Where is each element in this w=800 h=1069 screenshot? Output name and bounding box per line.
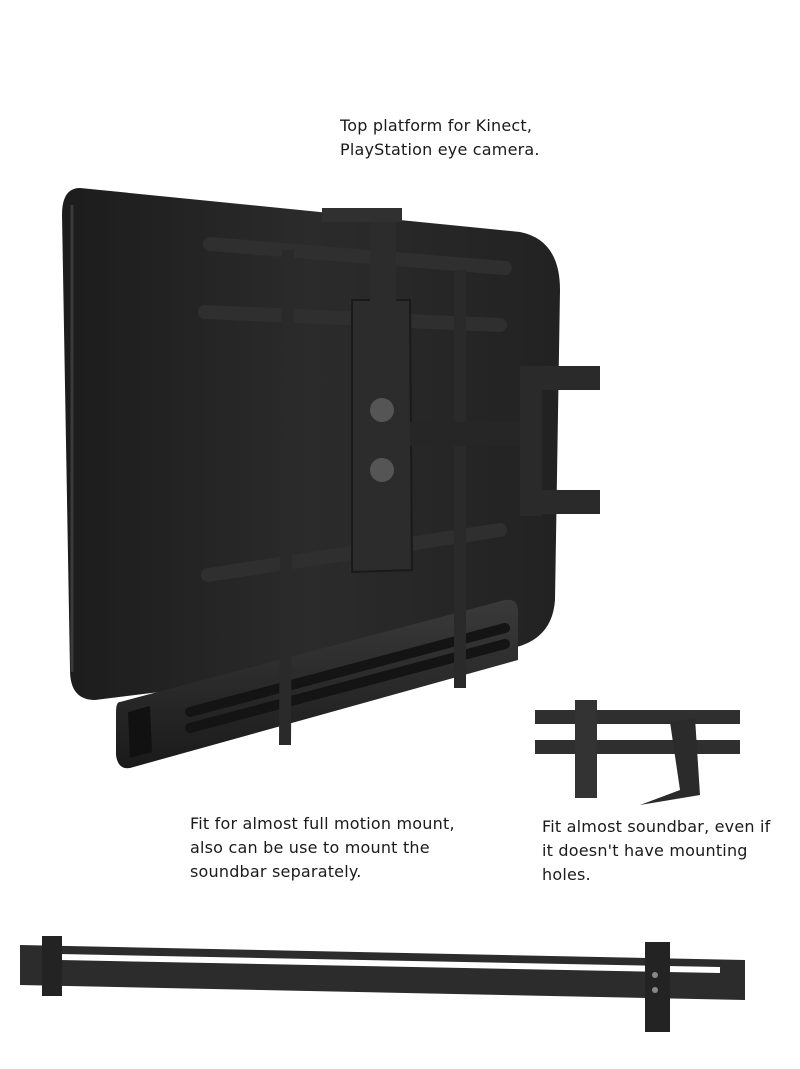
caption-line: holes. xyxy=(542,865,591,884)
soundbar xyxy=(116,599,518,769)
caption-top-platform: Top platform for Kinect, PlayStation eye… xyxy=(340,114,540,162)
caption-line: Fit almost soundbar, even if xyxy=(542,817,771,836)
caption-line: Fit for almost full motion mount, xyxy=(190,814,455,833)
caption-full-motion-fit: Fit for almost full motion mount, also c… xyxy=(190,812,455,884)
inset-bracket-detail xyxy=(535,700,740,805)
mount-center-plate xyxy=(322,208,414,574)
mount-vertical-arms xyxy=(279,249,466,746)
articulating-arm xyxy=(410,366,600,516)
caption-line: Top platform for Kinect, xyxy=(340,116,533,135)
soundbar-bracket-rails xyxy=(185,623,510,733)
caption-soundbar-fit: Fit almost soundbar, even if it doesn't … xyxy=(542,815,771,887)
caption-line: PlayStation eye camera. xyxy=(340,140,540,159)
long-bracket-rail xyxy=(20,936,745,1032)
caption-line: it doesn't have mounting xyxy=(542,841,748,860)
caption-line: also can be use to mount the xyxy=(190,838,430,857)
caption-line: soundbar separately. xyxy=(190,862,362,881)
